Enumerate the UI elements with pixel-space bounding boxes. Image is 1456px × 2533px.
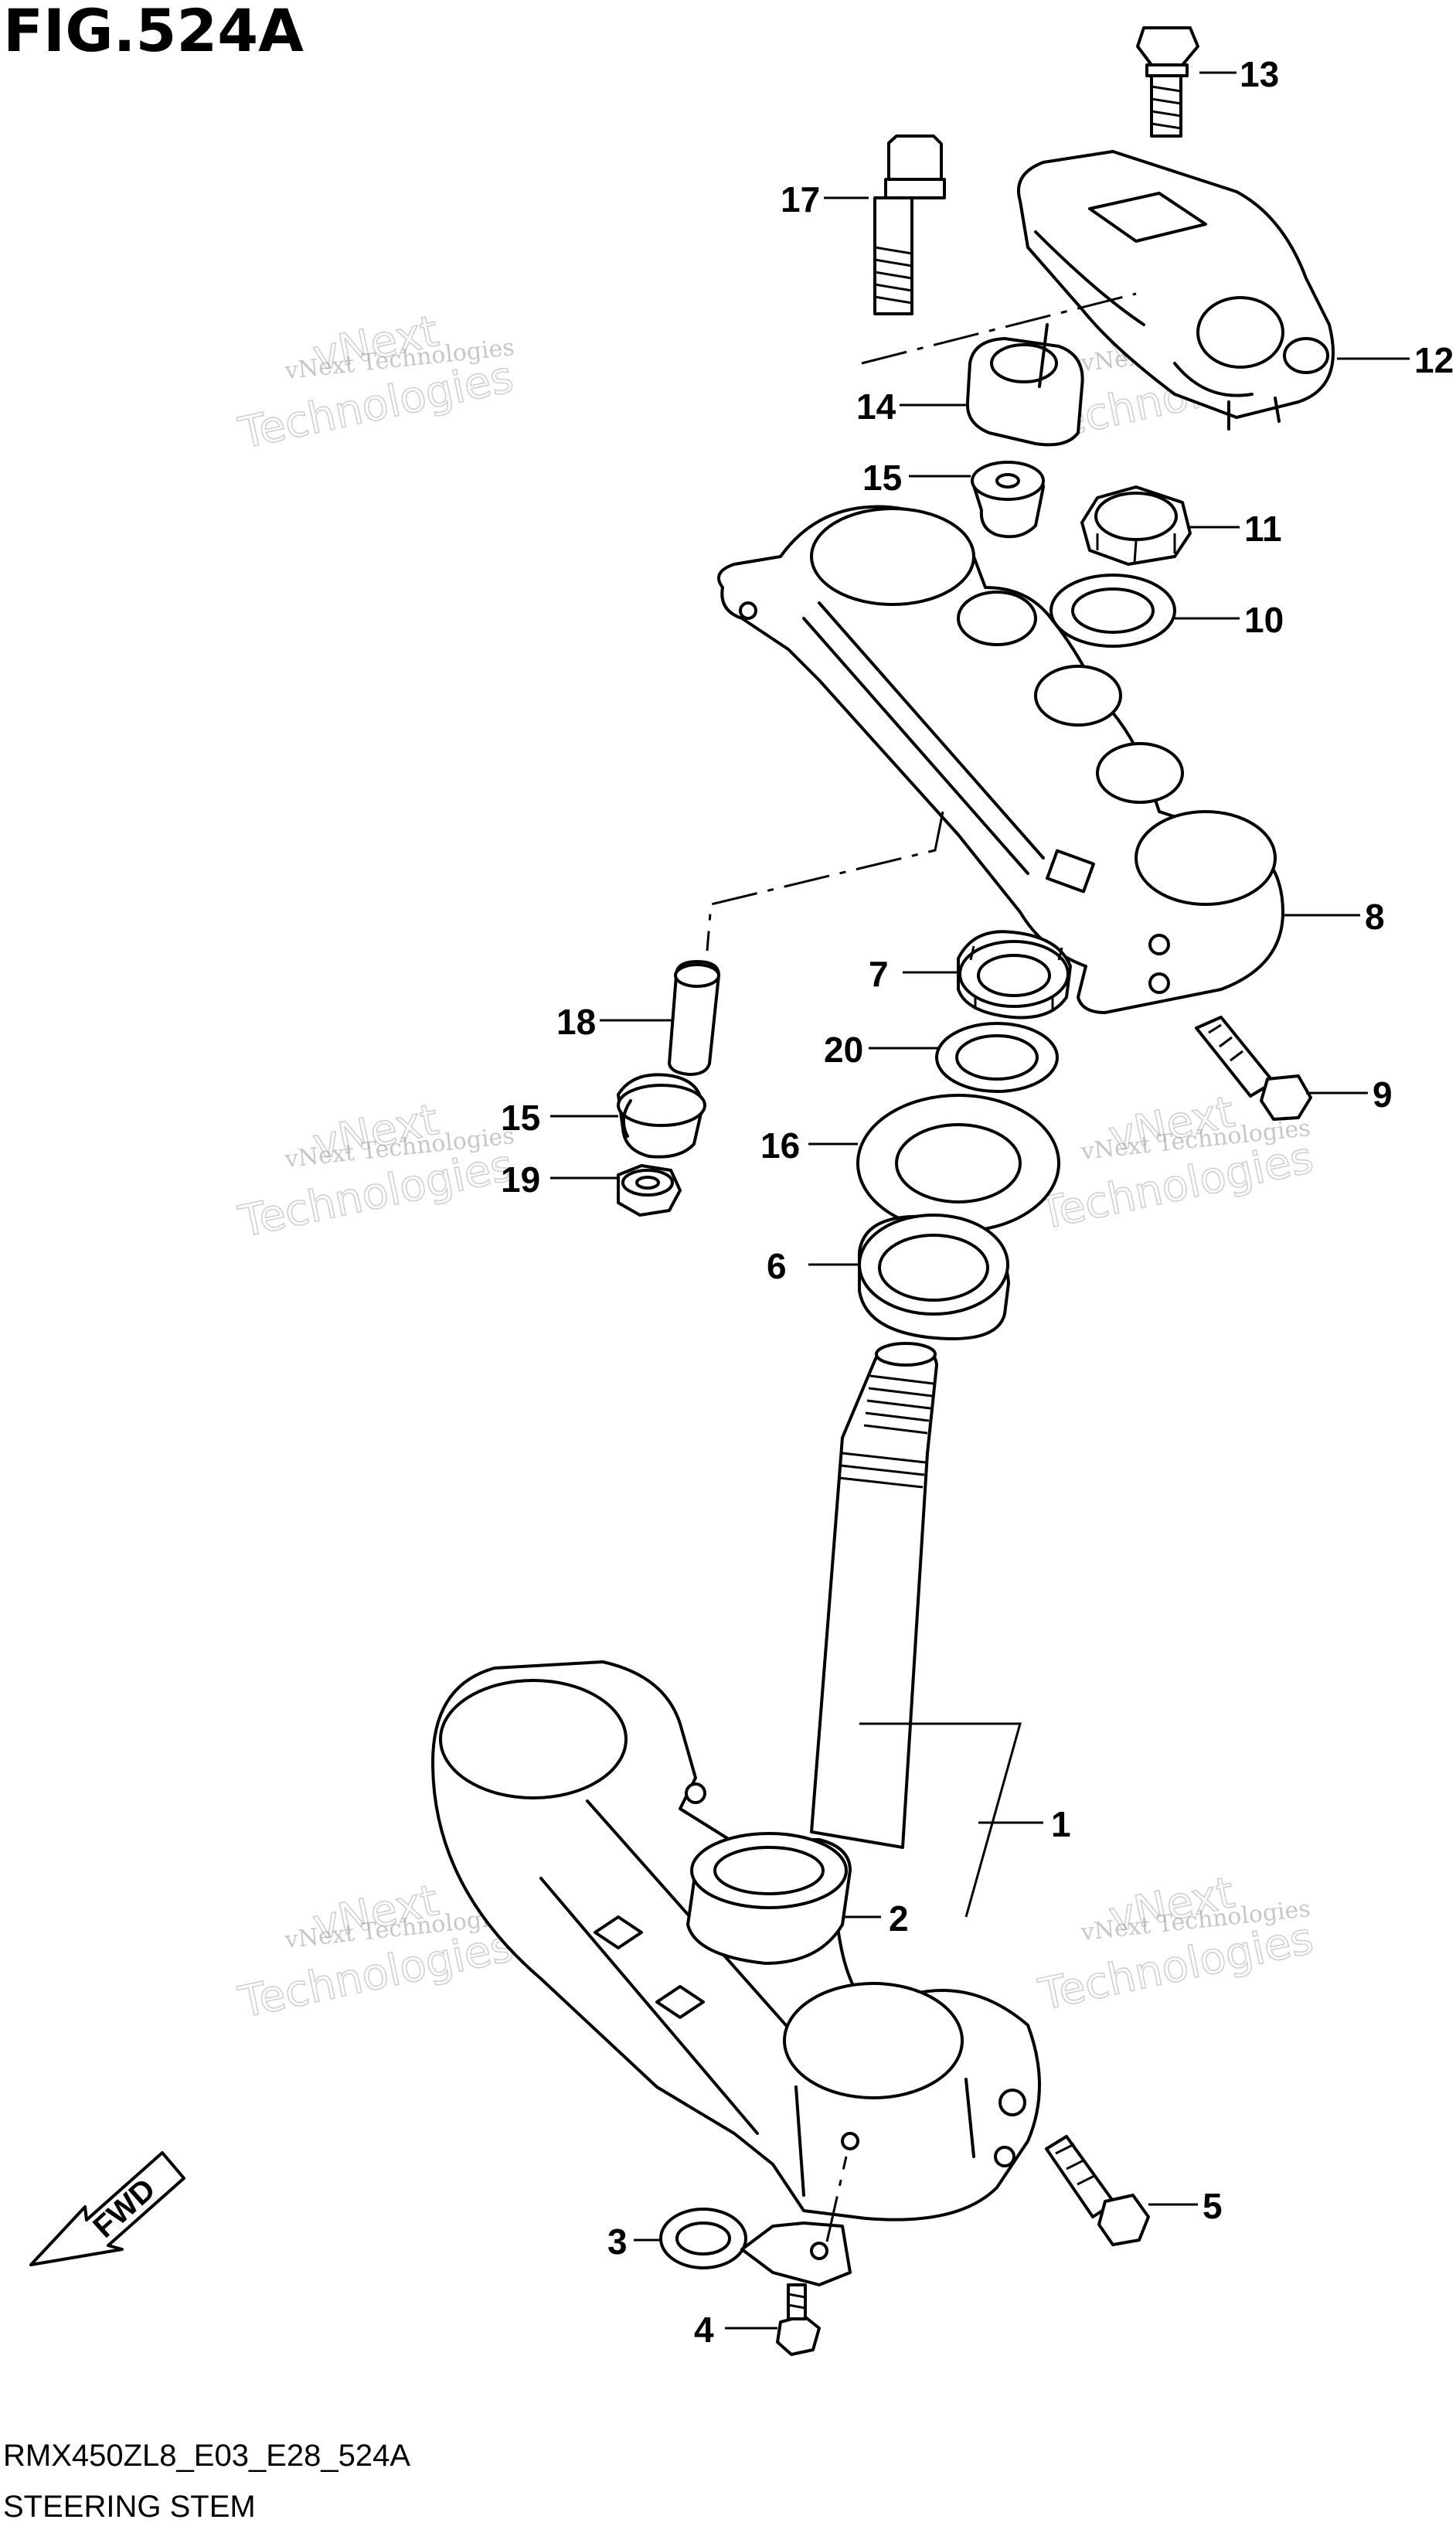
part-8-upper-bracket xyxy=(717,505,1284,1014)
part-13-bolt xyxy=(1136,26,1199,138)
part-18-collar xyxy=(668,960,720,1076)
part-19-nut xyxy=(617,1164,682,1217)
callout-2: 2 xyxy=(889,1898,909,1939)
part-11-stem-nut xyxy=(1080,485,1192,566)
leader-lines xyxy=(550,71,1410,2330)
part-5-bolt xyxy=(1045,2135,1150,2246)
part-16-dust-seal xyxy=(856,1094,1060,1233)
figure-title: FIG.524A xyxy=(3,0,304,65)
part-15-cushion-top xyxy=(971,461,1045,539)
callout-labels: 13 17 12 14 15 11 10 8 7 18 20 9 15 16 1… xyxy=(501,54,1454,2350)
callout-19: 19 xyxy=(501,1159,540,1200)
callout-20: 20 xyxy=(824,1030,863,1070)
callout-18: 18 xyxy=(556,1002,596,1042)
part-7-nut xyxy=(957,930,1072,1020)
part-10-washer xyxy=(1049,574,1176,648)
callout-1: 1 xyxy=(1051,1804,1071,1844)
callout-13: 13 xyxy=(1240,54,1279,94)
callout-10: 10 xyxy=(1244,600,1284,640)
part-1-steering-stem xyxy=(431,1342,1041,2221)
callout-15-top: 15 xyxy=(862,458,902,498)
callout-4: 4 xyxy=(694,2310,714,2350)
callout-16: 16 xyxy=(760,1125,800,1166)
assembly-line-18 xyxy=(706,811,944,952)
part-17-bolt xyxy=(873,134,946,315)
fwd-arrow-icon: FWD xyxy=(29,2151,185,2266)
part-20-washer xyxy=(935,1022,1059,1093)
watermark-top-left: vNext vNext Technologies Technologies xyxy=(234,305,519,459)
callout-17: 17 xyxy=(781,179,820,220)
callout-12: 12 xyxy=(1414,340,1454,380)
callout-5: 5 xyxy=(1203,2186,1223,2226)
part-3-hose-clamp xyxy=(659,2156,852,2286)
callout-6: 6 xyxy=(767,1246,787,1286)
callout-9: 9 xyxy=(1373,1074,1393,1115)
part-6-bearing xyxy=(858,1214,1010,1340)
part-15-cushion-bottom xyxy=(617,1073,706,1159)
callout-15-bottom: 15 xyxy=(501,1098,540,1138)
figure-name: STEERING STEM xyxy=(3,2490,256,2524)
leader-bracket-1-2 xyxy=(859,1722,1022,1918)
part-14-lower-holder xyxy=(965,323,1084,447)
callout-14: 14 xyxy=(856,386,896,427)
watermark-mid-left: vNext vNext Technologies Technologies xyxy=(234,1094,519,1248)
part-9-bolt xyxy=(1195,1016,1312,1121)
part-12-handlebar-holder xyxy=(1017,150,1335,431)
callout-7: 7 xyxy=(869,954,889,994)
callout-3: 3 xyxy=(607,2221,628,2262)
watermark-bottom-right: vNext vNext Technologies Technologies xyxy=(1034,1867,1318,2021)
callout-8: 8 xyxy=(1365,897,1385,937)
assembly-line-top xyxy=(861,292,1137,365)
callout-11: 11 xyxy=(1244,509,1282,549)
part-4-screw xyxy=(776,2283,821,2356)
figure-code: RMX450ZL8_E03_E28_524A xyxy=(3,2439,410,2473)
